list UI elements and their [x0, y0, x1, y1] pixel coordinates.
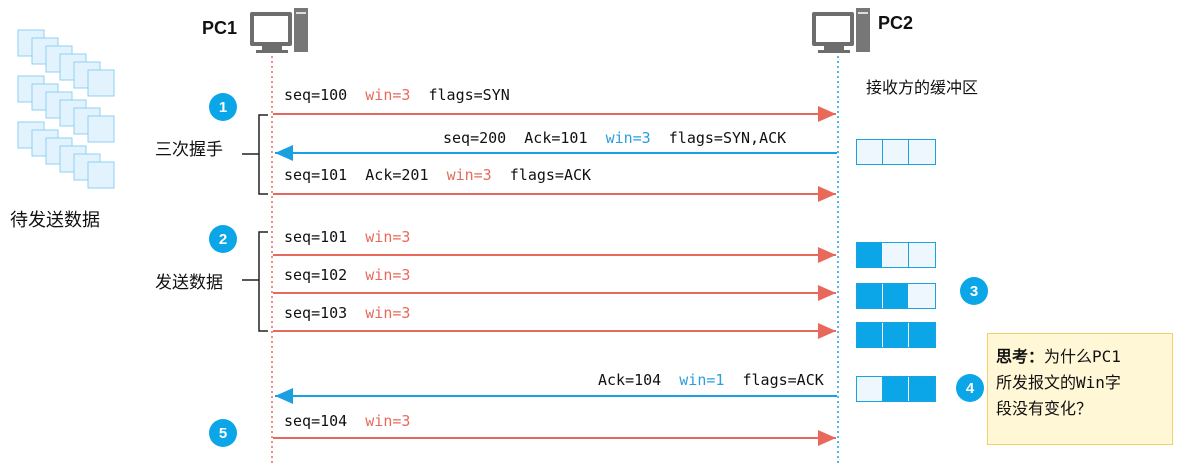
ack-text: Ack=104: [598, 371, 662, 389]
win-text: win=3: [365, 266, 411, 284]
flags-text: flags=SYN: [428, 86, 510, 104]
message-8: seq=104 win=3: [284, 412, 410, 430]
seq-text: seq=102: [284, 266, 348, 284]
pc1-computer-icon: [250, 8, 308, 53]
buffer-cell: [909, 377, 935, 401]
win-text: win=3: [365, 86, 411, 104]
pending-data-label: 待发送数据: [10, 210, 100, 231]
note-title: 思考：: [996, 347, 1045, 366]
send-data-label: 发送数据: [155, 273, 223, 293]
seq-text: seq=101: [284, 228, 348, 246]
win-text: win=3: [365, 412, 411, 430]
note-text-line1: 为什么PC1: [1044, 347, 1121, 366]
message-4: seq=101 win=3: [284, 228, 410, 246]
receive-buffer-label: 接收方的缓冲区: [866, 78, 979, 97]
step-badge-2: 2: [209, 225, 237, 253]
step-badge-1: 1: [209, 93, 237, 121]
flags-text: flags=ACK: [509, 166, 592, 184]
bracket-handshake: [242, 114, 268, 195]
flags-text: flags=SYN,ACK: [668, 129, 787, 147]
buffer-cell: [909, 323, 935, 347]
handshake-label: 三次握手: [155, 140, 223, 160]
win-text: win=1: [679, 371, 725, 389]
step-badge-3: 3: [960, 277, 988, 305]
seq-text: seq=104: [284, 412, 348, 430]
buffer-cell: [857, 323, 883, 347]
buffer-state-3: [856, 283, 936, 309]
flags-text: flags=ACK: [742, 371, 824, 389]
seq-text: seq=200: [443, 129, 507, 147]
step-badge-5: 5: [209, 419, 237, 447]
message-1: seq=100 win=3 flags=SYN: [284, 86, 510, 104]
seq-text: seq=103: [284, 304, 348, 322]
buffer-cell: [883, 284, 909, 308]
message-3: seq=101 Ack=201 win=3 flags=ACK: [284, 166, 591, 184]
buffer-cell: [857, 284, 883, 308]
bracket-send: [242, 231, 268, 332]
buffer-state-4: [856, 322, 936, 348]
buffer-state-1: [856, 139, 936, 165]
buffer-cell: [883, 140, 909, 164]
pc2-computer-icon: [812, 8, 870, 53]
buffer-state-2: [856, 242, 936, 268]
buffer-cell: [883, 243, 909, 267]
seq-text: seq=100: [284, 86, 348, 104]
pc2-label: PC2: [878, 13, 914, 33]
win-text: win=3: [605, 129, 651, 147]
note-text-line3: 段没有变化？: [996, 399, 1093, 418]
buffer-cell: [883, 377, 909, 401]
buffer-cell: [909, 243, 935, 267]
win-text: win=3: [365, 228, 411, 246]
buffer-cell: [909, 284, 935, 308]
message-2: seq=200 Ack=101 win=3 flags=SYN,ACK: [443, 129, 786, 147]
pc1-label: PC1: [202, 18, 238, 38]
seq-text: seq=101: [284, 166, 348, 184]
ack-text: Ack=101: [524, 129, 588, 147]
win-text: win=3: [365, 304, 411, 322]
note-text-line2: 所发报文的Win字: [996, 373, 1121, 392]
pending-data-stack-icon: [17, 29, 115, 189]
step-badge-4: 4: [956, 374, 984, 402]
message-5: seq=102 win=3: [284, 266, 410, 284]
ack-text: Ack=201: [365, 166, 429, 184]
buffer-state-5: [856, 376, 936, 402]
buffer-cell: [857, 140, 883, 164]
question-note: 思考：为什么PC1 所发报文的Win字 段没有变化？: [987, 333, 1173, 445]
buffer-cell: [883, 323, 909, 347]
buffer-cell: [909, 140, 935, 164]
buffer-cell: [857, 377, 883, 401]
win-text: win=3: [446, 166, 492, 184]
buffer-cell: [857, 243, 883, 267]
message-7: Ack=104 win=1 flags=ACK: [598, 371, 824, 389]
message-6: seq=103 win=3: [284, 304, 410, 322]
